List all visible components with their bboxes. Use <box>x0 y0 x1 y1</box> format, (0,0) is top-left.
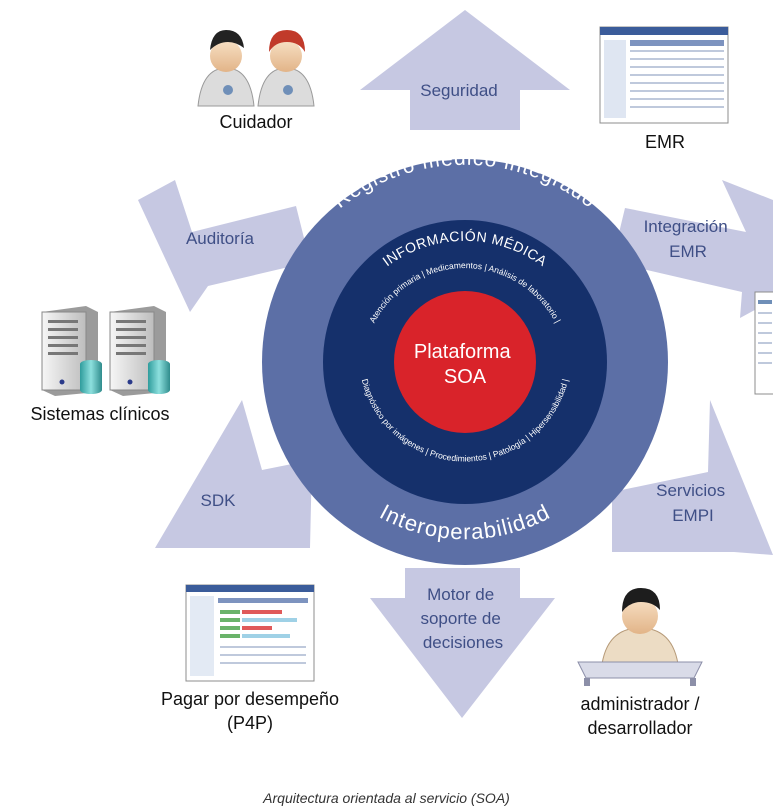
arrow-bottom-right: Servicios EMPI <box>612 400 773 555</box>
emr-label: EMR <box>645 132 685 152</box>
arrow-bottom-label-1: Motor de <box>427 585 494 604</box>
svg-text:Integración EMR: Integración EMR <box>644 217 733 261</box>
arrow-top-right: Integración EMR <box>612 180 773 318</box>
p4p-screenshot-icon <box>185 584 315 682</box>
arrow-bottom-left-label: SDK <box>201 491 237 510</box>
admin-label: administrador / desarrollador <box>550 692 730 740</box>
caregiver-label: Cuidador <box>219 112 293 132</box>
p4p-label: Pagar por desempeño (P4P) <box>125 687 375 735</box>
arrow-bottom-label-3: decisiones <box>423 633 503 652</box>
p4p-label-line2: (P4P) <box>226 713 273 733</box>
arrow-bottom: Motor de soporte de decisiones <box>370 568 555 718</box>
svg-text:Motor de soporte de: Motor de soporte de decisiones <box>420 585 505 652</box>
arrow-top-left: Auditoría <box>138 180 310 312</box>
arrow-top-right-label-1: Integración <box>644 217 728 236</box>
arrow-top-label: Seguridad <box>420 81 498 100</box>
arrow-bottom-right-label-1: Servicios <box>656 481 725 500</box>
arrow-bottom-label-2: soporte de <box>420 609 500 628</box>
arrow-bottom-left: SDK <box>155 400 312 548</box>
clinical-systems-label: Sistemas clínicos <box>30 404 170 424</box>
arrow-top: Seguridad <box>360 10 570 130</box>
server-icon <box>109 306 170 396</box>
center-label: Plataforma SOA <box>414 341 516 388</box>
svg-text:Servicios EMPI: Servicios EMPI <box>656 481 730 525</box>
center-label-1: Plataforma <box>414 341 512 363</box>
admin-label-line2: desarrollador <box>587 718 693 738</box>
p4p-label-line1: Pagar por desempeño <box>160 689 340 709</box>
arrow-top-left-label: Auditoría <box>186 229 255 248</box>
emr-screenshot-icon <box>599 26 729 124</box>
server-icon <box>41 306 102 396</box>
arrow-top-right-label-2: EMR <box>669 242 707 261</box>
administrator-icon <box>577 588 703 686</box>
arrow-bottom-right-label-2: EMPI <box>672 506 714 525</box>
center-label-2: SOA <box>444 366 487 388</box>
partial-screenshot-icon <box>754 291 773 395</box>
center-circle <box>394 291 536 433</box>
caregiver-icon <box>197 30 315 107</box>
admin-label-line1: administrador / <box>580 694 700 714</box>
caption: Arquitectura orientada al servicio (SOA) <box>263 790 510 806</box>
